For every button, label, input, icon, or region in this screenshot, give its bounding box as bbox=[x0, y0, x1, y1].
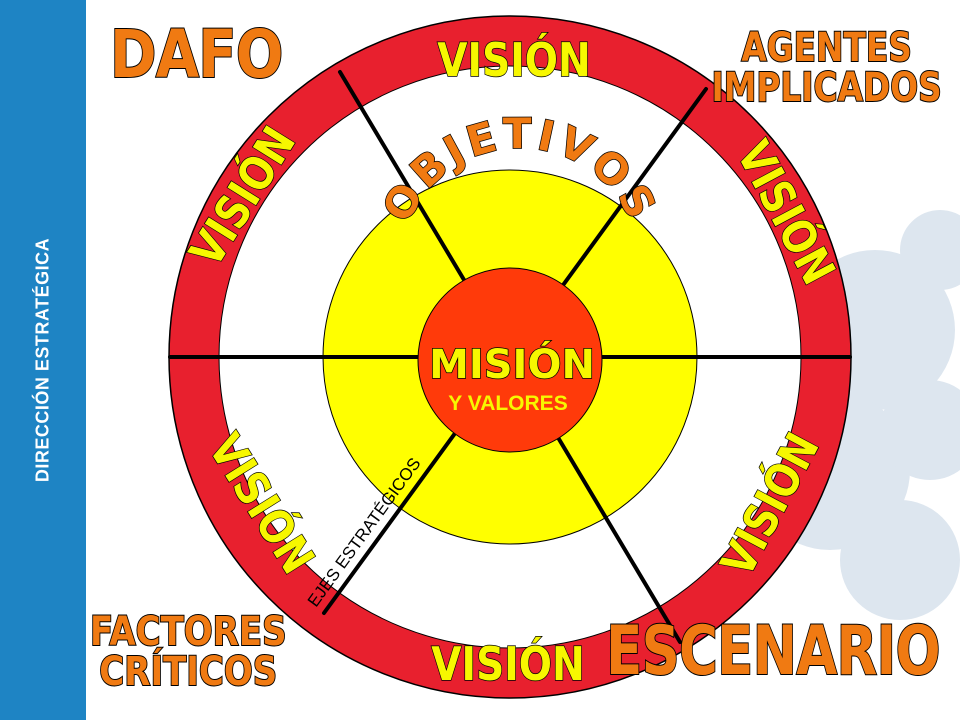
mission-title: MISIÓN bbox=[429, 340, 595, 388]
dafo-label: DAFO bbox=[109, 16, 284, 93]
factores-criticos-line-1: FACTORES bbox=[89, 609, 287, 655]
escenario-label: ESCENARIO bbox=[606, 612, 942, 691]
vision-label-top: VISIÓN bbox=[437, 33, 590, 88]
agentes-implicados-line-1: AGENTES bbox=[741, 25, 913, 71]
mission-subtitle: Y VALORES bbox=[448, 392, 567, 415]
vision-label-bottom: VISIÓN bbox=[431, 637, 584, 692]
factores-criticos-line-2: CRÍTICOS bbox=[98, 649, 278, 695]
agentes-implicados-line-2: IMPLICADOS bbox=[711, 65, 943, 111]
mission-disk bbox=[417, 267, 603, 453]
agentes-implicados-label: AGENTES IMPLICADOS bbox=[711, 25, 943, 111]
factores-criticos-label: FACTORES CRÍTICOS bbox=[89, 609, 287, 695]
sidebar: DIRECCIÓN ESTRATÉGICA bbox=[0, 0, 86, 720]
